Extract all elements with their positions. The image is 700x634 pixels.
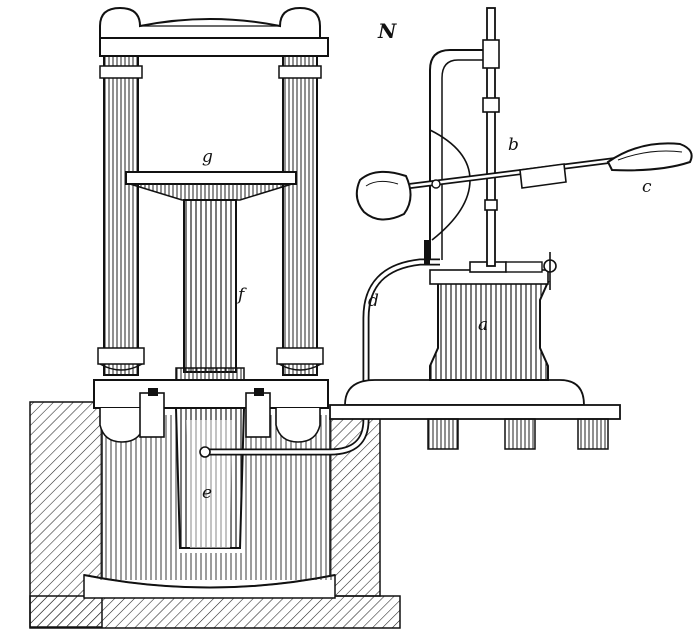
ram-f xyxy=(175,199,245,381)
pump-barrel-a xyxy=(429,261,550,381)
top-crosshead xyxy=(99,6,329,57)
figure-labels: N b c g f d a e xyxy=(202,19,652,503)
pump-frame xyxy=(424,49,488,264)
label-c: c xyxy=(642,177,652,197)
pump-lever-c xyxy=(355,142,693,221)
left-column xyxy=(97,54,145,376)
right-column xyxy=(276,54,324,376)
label-f: f xyxy=(236,285,247,305)
plate-letter-n: N xyxy=(377,19,397,43)
cylinder-e xyxy=(174,407,246,549)
pipe-d xyxy=(199,258,440,458)
platen-g xyxy=(125,171,297,201)
label-g: g xyxy=(202,147,213,167)
foundation-masonry xyxy=(29,401,401,629)
pump-stand xyxy=(329,379,621,450)
label-a: a xyxy=(478,315,488,335)
label-e: e xyxy=(202,483,212,503)
label-d: d xyxy=(368,291,379,311)
plunger-b xyxy=(482,7,500,267)
label-b: b xyxy=(508,135,519,155)
relief-valve xyxy=(505,252,557,290)
cylinder-head-block xyxy=(93,379,329,443)
